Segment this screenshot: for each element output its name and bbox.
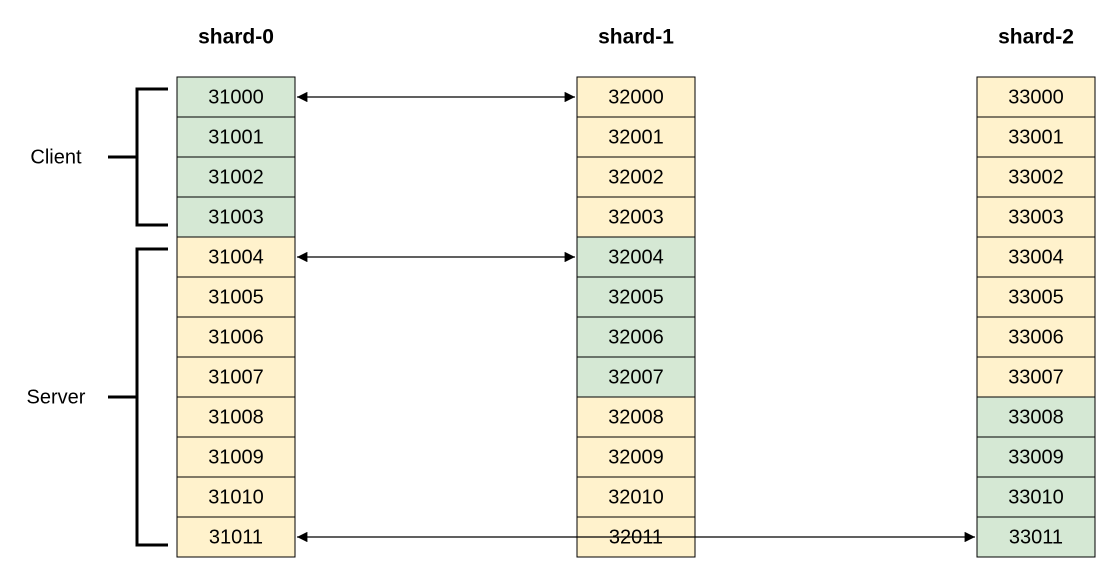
server-port-cell — [176, 356, 296, 398]
shard-column-2: shard-2 33000 33001 33002 33003 33004 33005 330… — [976, 26, 1096, 558]
port-number: 33001 — [1008, 126, 1064, 148]
port-number: 31010 — [208, 486, 264, 508]
port-number: 31005 — [208, 286, 264, 308]
port-number: 31006 — [208, 326, 264, 348]
server-port-cell — [976, 76, 1096, 118]
bracket-server: Server — [27, 247, 168, 547]
group-label: Client — [30, 146, 82, 168]
client-port-cell — [976, 516, 1096, 558]
port-number: 32000 — [608, 86, 664, 108]
server-port-cell — [576, 436, 696, 478]
port-connections — [297, 91, 975, 543]
port-number: 32009 — [608, 446, 664, 468]
port-number: 32004 — [608, 246, 664, 268]
server-port-cell — [976, 196, 1096, 238]
shard-column-0: shard-0 31000 31001 31002 31003 31004 31005 310… — [176, 26, 296, 558]
port-number: 33008 — [1008, 406, 1064, 428]
port-number: 33002 — [1008, 166, 1064, 188]
port-number: 31011 — [209, 526, 263, 548]
server-port-cell — [176, 276, 296, 318]
port-number: 33003 — [1008, 206, 1064, 228]
server-port-cell — [176, 516, 296, 558]
server-port-cell — [576, 196, 696, 238]
port-number: 32006 — [608, 326, 664, 348]
shard-header: shard-2 — [998, 26, 1074, 49]
port-number: 32002 — [608, 166, 664, 188]
client-port-cell — [576, 316, 696, 358]
bracket-line — [135, 247, 168, 547]
port-number: 31008 — [208, 406, 264, 428]
client-port-cell — [576, 356, 696, 398]
server-port-cell — [176, 476, 296, 518]
port-number: 33004 — [1008, 246, 1064, 268]
client-port-cell — [976, 476, 1096, 518]
server-port-cell — [976, 236, 1096, 278]
shard-columns: shard-0 31000 31001 31002 31003 31004 31005 310… — [176, 26, 1096, 558]
port-number: 32010 — [608, 486, 664, 508]
port-number: 32005 — [608, 286, 664, 308]
group-label: Server — [27, 386, 86, 408]
shard-header: shard-0 — [198, 26, 274, 49]
port-number: 33000 — [1008, 86, 1064, 108]
port-number: 33011 — [1009, 526, 1063, 548]
client-port-cell — [976, 396, 1096, 438]
port-number: 31003 — [208, 206, 264, 228]
port-number: 32001 — [608, 126, 664, 148]
port-number: 31000 — [208, 86, 264, 108]
server-port-cell — [976, 316, 1096, 358]
port-number: 33007 — [1008, 366, 1064, 388]
client-port-cell — [576, 276, 696, 318]
server-port-cell — [576, 396, 696, 438]
client-port-cell — [176, 156, 296, 198]
port-number: 31002 — [208, 166, 264, 188]
port-number: 33010 — [1008, 486, 1064, 508]
server-port-cell — [576, 476, 696, 518]
port-number: 33006 — [1008, 326, 1064, 348]
port-number: 32008 — [608, 406, 664, 428]
port-number: 32007 — [608, 366, 664, 388]
bracket-line — [135, 87, 168, 227]
port-number: 31007 — [208, 366, 264, 388]
client-port-cell — [176, 116, 296, 158]
port-number: 31004 — [208, 246, 264, 268]
shard-column-1: shard-1 32000 32001 32002 32003 32004 32005 320… — [576, 26, 696, 558]
port-number: 32003 — [608, 206, 664, 228]
port-number: 31001 — [208, 126, 264, 148]
server-port-cell — [176, 436, 296, 478]
client-port-cell — [576, 236, 696, 278]
shard-header: shard-1 — [598, 26, 674, 49]
client-port-cell — [176, 76, 296, 118]
client-port-cell — [176, 196, 296, 238]
server-port-cell — [976, 156, 1096, 198]
port-number: 31009 — [208, 446, 264, 468]
server-port-cell — [576, 116, 696, 158]
port-number: 33009 — [1008, 446, 1064, 468]
server-port-cell — [976, 116, 1096, 158]
bracket-client: Client — [30, 87, 168, 227]
client-port-cell — [976, 436, 1096, 478]
port-number: 33005 — [1008, 286, 1064, 308]
server-port-cell — [976, 356, 1096, 398]
